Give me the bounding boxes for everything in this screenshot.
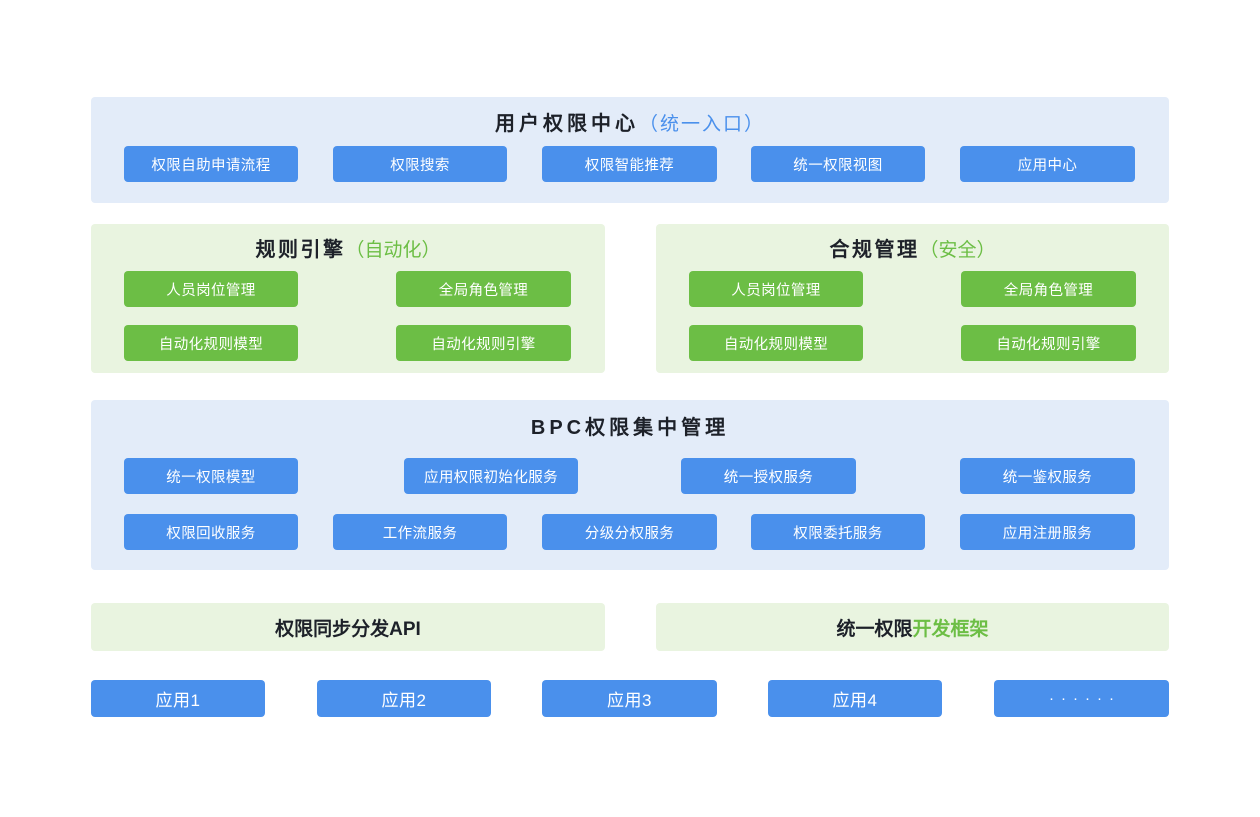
button-label: 统一权限模型 [166,469,256,486]
app-box-2[interactable]: 应用2 [317,680,491,717]
button-label: 权限搜索 [390,157,450,174]
title-main-text: 用户权限中心 [494,113,639,135]
title-accent-text: （统一入口） [638,114,765,135]
button-label: 全局角色管理 [1003,282,1094,299]
title-main-text: BPC权限集中管理 [530,417,730,439]
button-label: 权限委托服务 [793,525,883,542]
button-rules-automation-rule-model[interactable]: 自动化规则模型 [124,325,298,361]
panel-title-user-permission-center: 用户权限中心（统一入口） [91,107,1169,136]
panel-title-api: 权限同步分发API [91,614,605,641]
button-permission-smart-recommend[interactable]: 权限智能推荐 [542,146,717,182]
app-box-more[interactable]: ······ [994,680,1169,717]
button-rules-global-role-mgmt[interactable]: 全局角色管理 [396,271,571,307]
panel-title-bpc: BPC权限集中管理 [91,411,1169,440]
app-label: 应用1 [155,691,201,710]
title-main-text: 权限同步分发API [275,619,421,640]
panel-title-compliance-management: 合规管理（安全） [656,233,1169,262]
title-accent-text: （自动化） [345,240,441,261]
button-label: 人员岗位管理 [731,282,821,299]
button-label: 工作流服务 [382,525,458,542]
panel-unified-permission-dev-framework: 统一权限开发框架 [656,603,1169,651]
button-permission-search[interactable]: 权限搜索 [333,146,507,182]
button-rules-personnel-position-mgmt[interactable]: 人员岗位管理 [124,271,298,307]
button-label: 统一权限视图 [793,157,883,174]
panel-permission-sync-distribution-api: 权限同步分发API [91,603,605,651]
button-rules-automation-rule-engine[interactable]: 自动化规则引擎 [396,325,571,361]
button-compliance-automation-rule-model[interactable]: 自动化规则模型 [689,325,863,361]
button-unified-permission-view[interactable]: 统一权限视图 [751,146,925,182]
title-accent-text: （安全） [919,240,996,261]
button-permission-recycle-service[interactable]: 权限回收服务 [124,514,298,550]
button-label: 自动化规则引擎 [996,336,1101,353]
app-box-4[interactable]: 应用4 [768,680,942,717]
button-unified-permission-model[interactable]: 统一权限模型 [124,458,298,494]
button-app-permission-init-service[interactable]: 应用权限初始化服务 [404,458,578,494]
button-compliance-personnel-position-mgmt[interactable]: 人员岗位管理 [689,271,863,307]
button-unified-authorization-service[interactable]: 统一授权服务 [681,458,856,494]
button-hierarchical-permission-service[interactable]: 分级分权服务 [542,514,717,550]
title-main-text: 统一权限 [836,619,913,640]
button-label: 应用权限初始化服务 [423,469,559,486]
button-unified-authentication-service[interactable]: 统一鉴权服务 [960,458,1135,494]
button-workflow-service[interactable]: 工作流服务 [333,514,507,550]
title-main-text: 合规管理 [829,239,920,261]
button-permission-delegation-service[interactable]: 权限委托服务 [751,514,925,550]
app-label: 应用3 [607,691,652,710]
button-label: 应用注册服务 [1002,525,1093,542]
button-label: 自动化规则引擎 [431,336,536,353]
button-label: 人员岗位管理 [166,282,256,299]
title-accent-text: 开发框架 [912,619,989,640]
button-label: 自动化规则模型 [723,336,829,353]
app-box-1[interactable]: 应用1 [91,680,265,717]
button-label: 权限智能推荐 [584,157,675,174]
button-label: 权限回收服务 [166,525,256,542]
panel-title-dev-framework: 统一权限开发框架 [656,614,1169,641]
button-label: 应用中心 [1017,157,1078,174]
button-application-center[interactable]: 应用中心 [960,146,1135,182]
panel-title-rules-engine: 规则引擎（自动化） [91,233,605,262]
button-label: 全局角色管理 [438,282,529,299]
app-box-3[interactable]: 应用3 [542,680,717,717]
app-label: 应用2 [381,691,427,710]
app-label: 应用4 [832,691,878,710]
button-permission-self-service-apply[interactable]: 权限自助申请流程 [124,146,298,182]
button-compliance-global-role-mgmt[interactable]: 全局角色管理 [961,271,1136,307]
button-app-registration-service[interactable]: 应用注册服务 [960,514,1135,550]
button-label: 统一授权服务 [723,469,814,486]
title-main-text: 规则引擎 [255,239,346,261]
button-label: 自动化规则模型 [158,336,264,353]
button-compliance-automation-rule-engine[interactable]: 自动化规则引擎 [961,325,1136,361]
button-label: 权限自助申请流程 [151,157,271,174]
button-label: 统一鉴权服务 [1002,469,1093,486]
button-label: 分级分权服务 [584,525,675,542]
app-label-ellipsis: ······ [1049,690,1121,707]
